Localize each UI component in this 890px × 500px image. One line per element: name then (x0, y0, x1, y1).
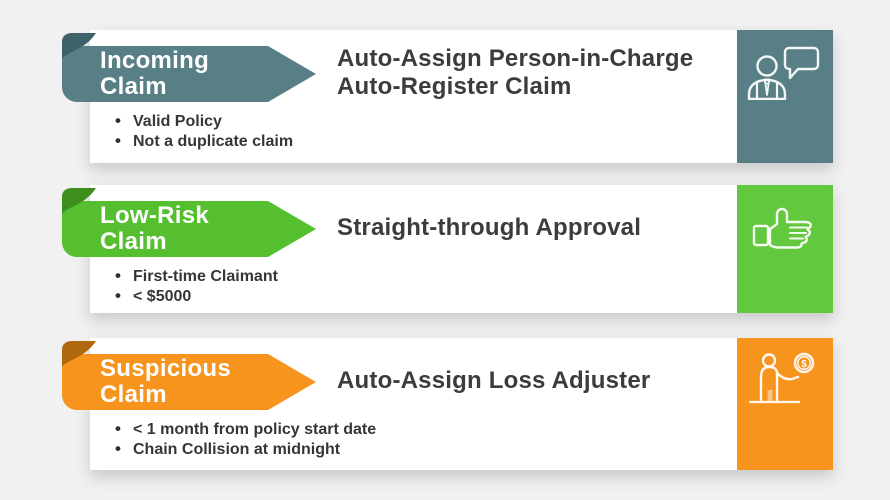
ribbon-label-line1: Suspicious (100, 355, 232, 382)
criteria-item: Valid Policy (115, 111, 293, 132)
claim-card-incoming: Incoming Claim Auto-Assign Person-in-Cha… (62, 30, 833, 163)
ribbon-arrow-tip (268, 354, 316, 410)
criteria-list-suspicious: < 1 month from policy start date Chain C… (115, 419, 376, 460)
criteria-list-low-risk: First-time Claimant < $5000 (115, 266, 278, 307)
person-speech-bubble-icon (747, 46, 820, 100)
ribbon-label-line2: Claim (100, 73, 167, 100)
action-line: Auto-Register Claim (337, 73, 572, 100)
thumbs-up-icon (752, 207, 812, 249)
suspicious-icon-panel: $ (737, 338, 833, 470)
ribbon-arrow-tip (268, 46, 316, 102)
ribbon-arrow-tip (268, 201, 316, 257)
ribbon-label-line1: Low-Risk (100, 202, 210, 229)
low-risk-icon-panel (737, 185, 833, 313)
action-line: Auto-Assign Person-in-Charge (337, 45, 694, 72)
ribbon-label-line1: Incoming (100, 47, 210, 74)
ribbon-fold (62, 33, 96, 59)
ribbon-fold (62, 188, 96, 214)
ribbon-fold (62, 341, 96, 367)
ribbon-label-line2: Claim (100, 381, 167, 408)
action-text-suspicious: Auto-Assign Loss Adjuster (337, 352, 650, 410)
incoming-icon-panel (737, 30, 833, 163)
criteria-item: < $5000 (115, 286, 278, 307)
action-line: Auto-Assign Loss Adjuster (337, 367, 651, 394)
criteria-item: Chain Collision at midnight (115, 439, 376, 460)
action-text-low-risk: Straight-through Approval (337, 199, 641, 257)
claim-card-low-risk: Low-Risk Claim Straight-through Approval… (62, 185, 833, 313)
loss-adjuster-money-icon: $ (748, 352, 815, 404)
claim-card-suspicious: $ Suspicious Claim Auto-Assign Loss Adju… (62, 338, 833, 470)
criteria-item: First-time Claimant (115, 266, 278, 287)
action-text-incoming: Auto-Assign Person-in-Charge Auto-Regist… (337, 44, 693, 102)
action-line: Straight-through Approval (337, 214, 642, 241)
ribbon-label-line2: Claim (100, 228, 167, 255)
criteria-item: < 1 month from policy start date (115, 419, 376, 440)
svg-text:$: $ (801, 359, 807, 370)
criteria-item: Not a duplicate claim (115, 131, 293, 152)
criteria-list-incoming: Valid Policy Not a duplicate claim (115, 111, 293, 152)
